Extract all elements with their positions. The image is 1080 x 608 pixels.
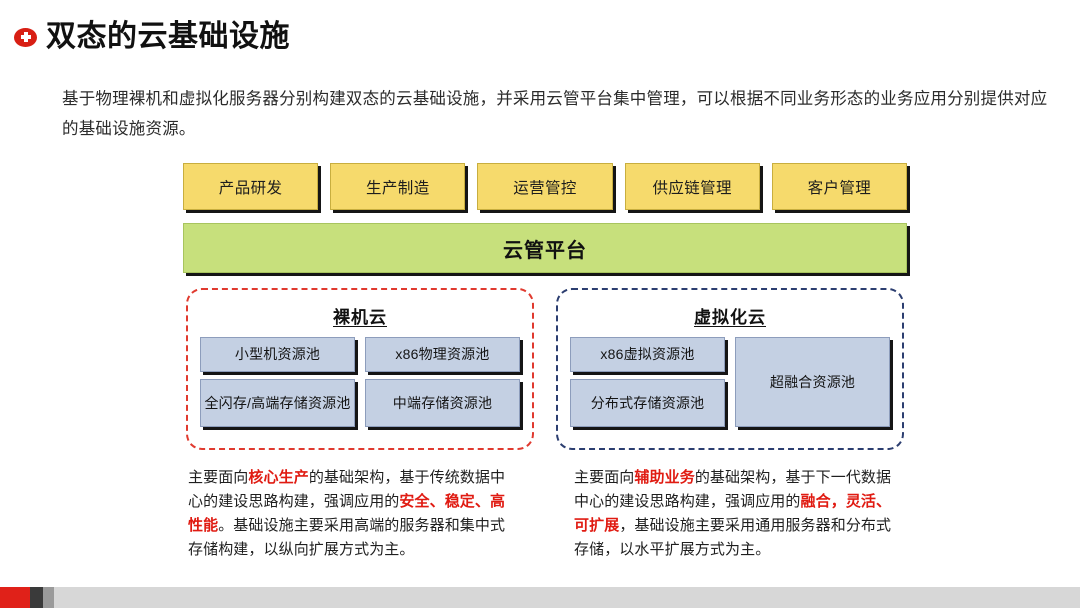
- resource-pool-box[interactable]: x86物理资源池: [365, 337, 520, 372]
- highlighted-text: 融合，灵活、可扩展: [574, 493, 892, 534]
- business-box[interactable]: 生产制造: [330, 163, 466, 210]
- slide-header: 双态的云基础设施: [14, 22, 290, 52]
- cloud-management-platform-bar[interactable]: 云管平台: [183, 223, 907, 273]
- virtualized-description: 主要面向辅助业务的基础架构，基于下一代数据中心的建设思路构建，强调应用的融合，灵…: [574, 466, 904, 562]
- business-box[interactable]: 供应链管理: [624, 163, 760, 210]
- resource-pool-box[interactable]: 中端存储资源池: [365, 379, 520, 427]
- accent-segment-red: [0, 587, 30, 608]
- page-title: 双态的云基础设施: [46, 20, 290, 53]
- cloud-panels-row: 裸机云 小型机资源池 全闪存/高端存储资源池 x86物理资源池 中端存储资源池 …: [186, 288, 904, 450]
- business-box[interactable]: 运营管控: [477, 163, 613, 210]
- resource-pool-column: x86虚拟资源池 分布式存储资源池: [570, 337, 725, 427]
- resource-pool-box[interactable]: 小型机资源池: [200, 337, 355, 372]
- description-text: 的基础架构，基于传统数据中心的建设思路构建，强调应用的: [188, 469, 506, 510]
- resource-pool-box[interactable]: 分布式存储资源池: [570, 379, 725, 427]
- resource-pool-column: 超融合资源池: [735, 337, 890, 427]
- description-text: 主要面向: [574, 469, 635, 486]
- resource-pool-column: 小型机资源池 全闪存/高端存储资源池: [200, 337, 355, 427]
- description-text: 。基础设施主要采用高端的服务器和集中式存储构建，以纵向扩展方式为主。: [188, 517, 506, 558]
- resource-pool-box[interactable]: x86虚拟资源池: [570, 337, 725, 372]
- cloud-panel-title: 裸机云: [333, 308, 387, 327]
- accent-segment-dark: [30, 587, 43, 608]
- bottom-accent-bar: [0, 587, 1080, 608]
- cloud-panel-title: 虚拟化云: [694, 308, 766, 327]
- highlighted-text: 辅助业务: [634, 469, 695, 486]
- description-text: ，基础设施主要采用通用服务器和分布式存储，以水平扩展方式为主。: [574, 517, 892, 558]
- description-text: 的基础架构，基于下一代数据中心的建设思路构建，强调应用的: [574, 469, 892, 510]
- bare-metal-description: 主要面向核心生产的基础架构，基于传统数据中心的建设思路构建，强调应用的安全、稳定…: [188, 466, 518, 562]
- resource-pool-column: x86物理资源池 中端存储资源池: [365, 337, 520, 427]
- resource-pool-grid: 小型机资源池 全闪存/高端存储资源池 x86物理资源池 中端存储资源池: [200, 337, 520, 427]
- plus-circle-icon: [14, 27, 37, 47]
- resource-pool-box[interactable]: 超融合资源池: [735, 337, 890, 427]
- business-box[interactable]: 客户管理: [771, 163, 908, 210]
- intro-paragraph: 基于物理裸机和虚拟化服务器分别构建双态的云基础设施，并采用云管平台集中管理，可以…: [62, 90, 1048, 138]
- resource-pool-grid: x86虚拟资源池 分布式存储资源池 超融合资源池: [570, 337, 890, 427]
- highlighted-text: 安全、稳定、高性能: [188, 493, 506, 534]
- accent-segment-light: [54, 587, 1080, 608]
- description-text: 主要面向: [188, 469, 249, 486]
- highlighted-text: 核心生产: [248, 469, 309, 486]
- business-application-row: 产品研发 生产制造 运营管控 供应链管理 客户管理: [183, 163, 908, 210]
- accent-segment-gray: [43, 587, 54, 608]
- bare-metal-cloud-panel: 裸机云 小型机资源池 全闪存/高端存储资源池 x86物理资源池 中端存储资源池: [186, 288, 534, 450]
- virtualized-cloud-panel: 虚拟化云 x86虚拟资源池 分布式存储资源池 超融合资源池: [556, 288, 904, 450]
- descriptions-row: 主要面向核心生产的基础架构，基于传统数据中心的建设思路构建，强调应用的安全、稳定…: [188, 466, 904, 562]
- resource-pool-box[interactable]: 全闪存/高端存储资源池: [200, 379, 355, 427]
- business-box[interactable]: 产品研发: [183, 163, 319, 210]
